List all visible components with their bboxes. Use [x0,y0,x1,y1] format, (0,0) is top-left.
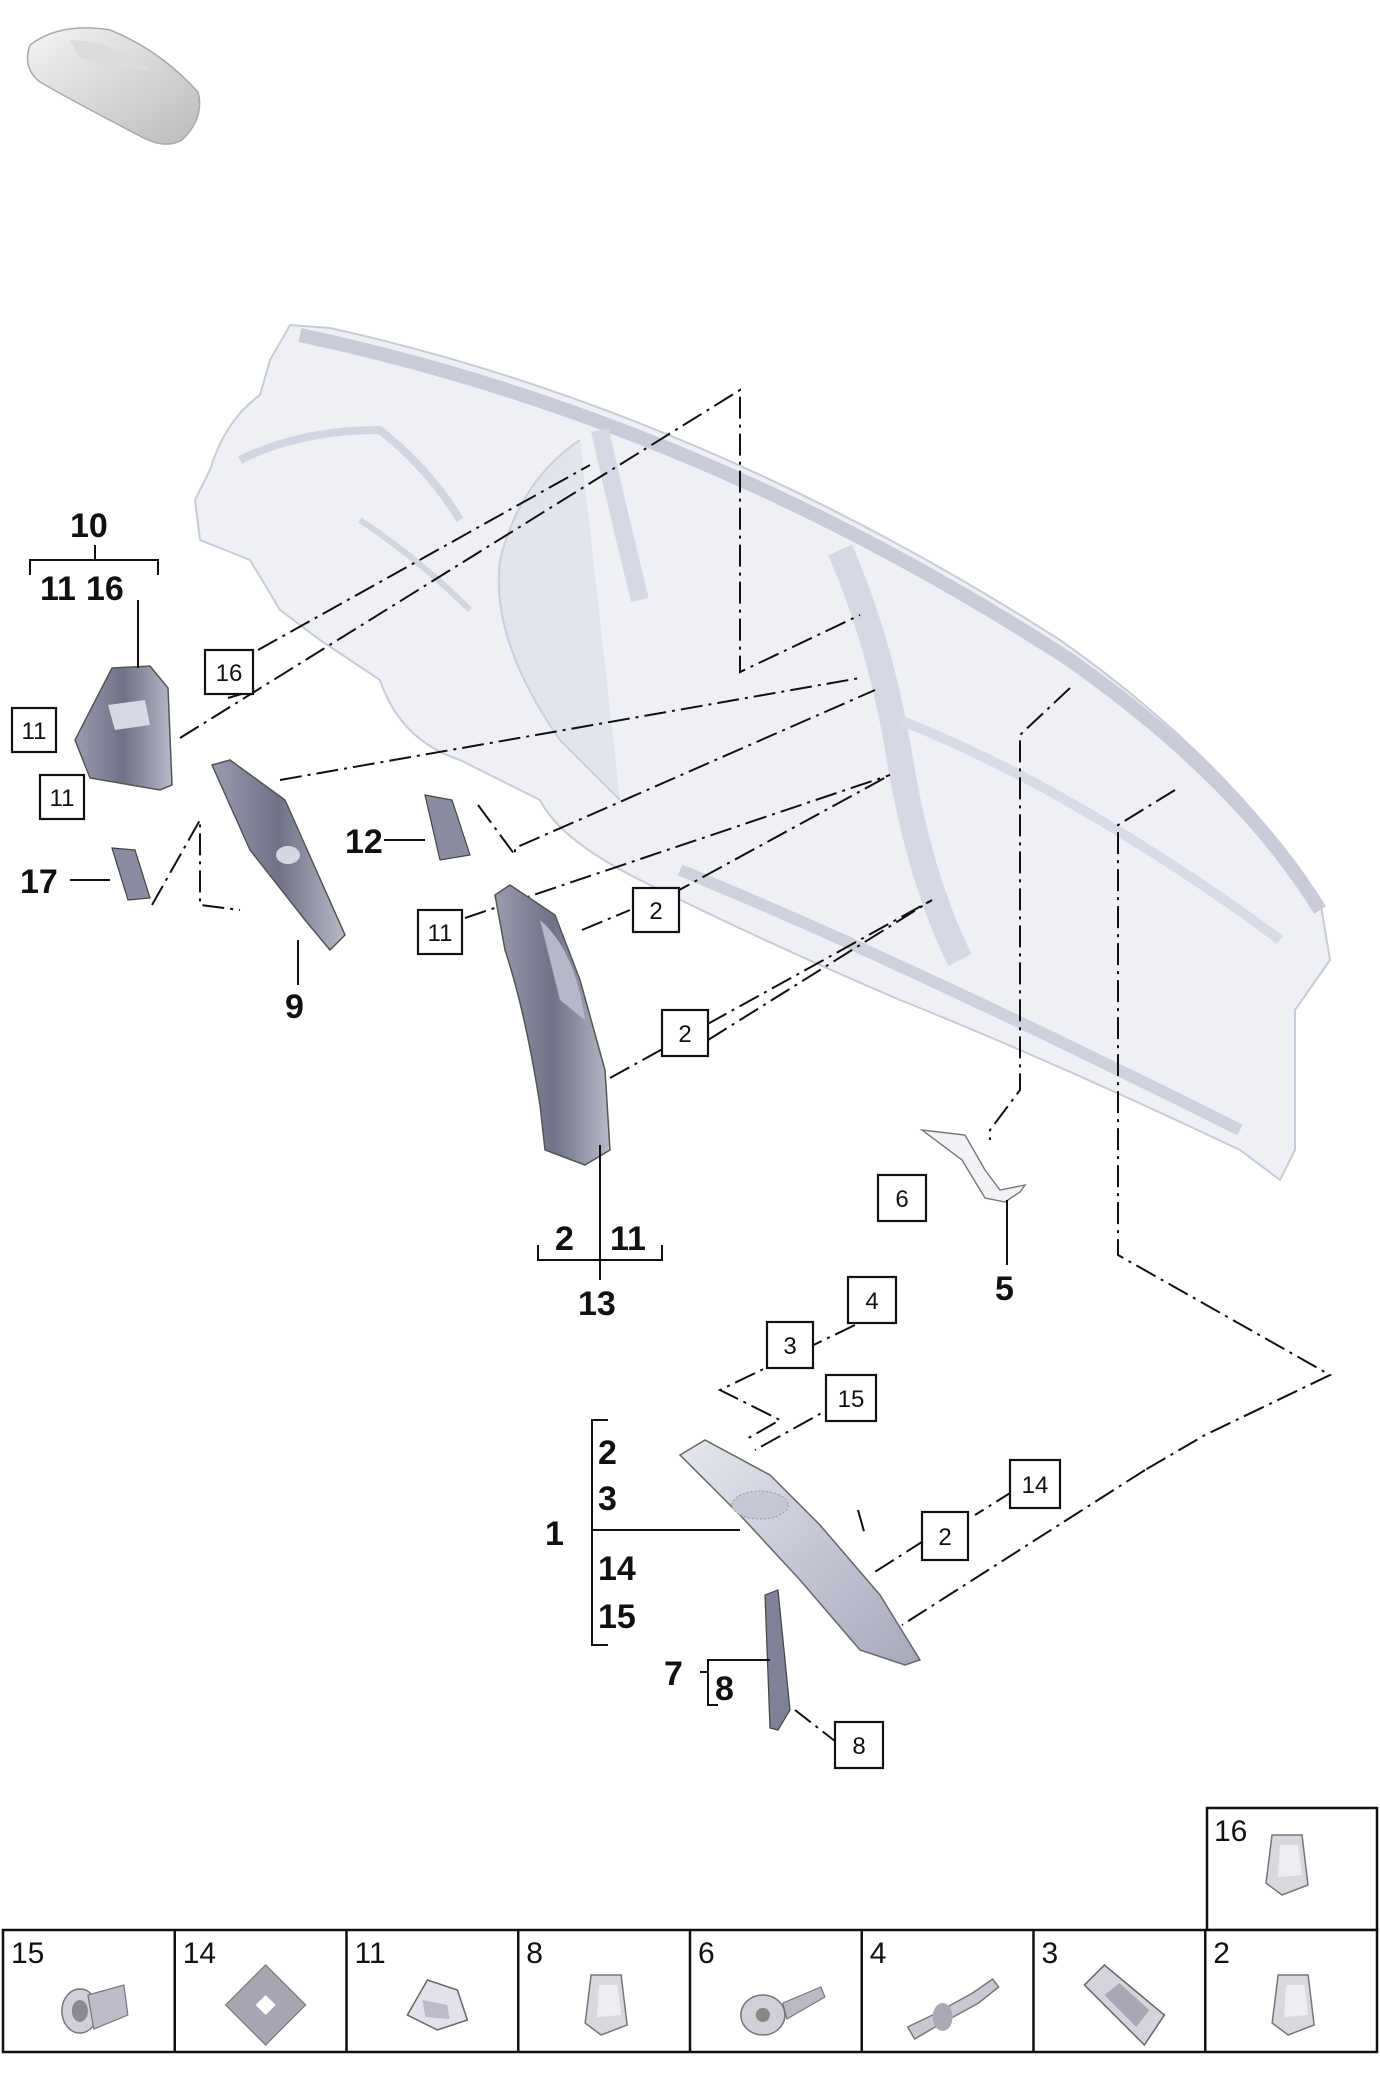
svg-text:8: 8 [852,1733,865,1760]
boxed-callout-16: 16 [203,648,255,696]
callout-1-sub3: 3 [598,1480,617,1518]
callout-labels: 10 11 16 12 17 9 2 11 13 5 1 2 3 14 15 7… [20,507,1014,1708]
boxed-callout-8: 8 [833,1720,885,1770]
callout-1-sub14: 14 [598,1550,636,1588]
boxed-callout-2-trim: 2 [920,1510,970,1562]
boxed-callout-11-pillar: 11 [416,908,464,956]
svg-text:11: 11 [22,718,47,745]
bracket-part-7 [764,1589,791,1731]
legend-top-number: 16 [1214,1815,1247,1848]
bracket-part-17 [111,847,151,901]
legend-number: 6 [698,1937,715,1970]
legend-number: 8 [526,1937,543,1970]
svg-text:4: 4 [865,1288,878,1315]
screw-icon [740,1986,826,2036]
clip-icon [1265,1834,1309,1896]
clip-icon [1271,1974,1315,2036]
svg-text:2: 2 [678,1021,691,1048]
legend-number: 15 [11,1937,44,1970]
callout-7: 7 [664,1655,683,1693]
callout-11-16a: 11 [40,570,76,608]
svg-text:11: 11 [50,785,75,812]
callout-13: 13 [578,1285,616,1323]
leader-lines [81,388,1333,1746]
boxed-callout-2-lower: 2 [660,1008,710,1058]
callout-13-sub2: 2 [555,1220,574,1258]
boxed-callout-6: 6 [876,1173,928,1223]
legend-number: 3 [1042,1937,1059,1970]
legend-number: 2 [1213,1937,1230,1970]
legend-number: 14 [183,1937,216,1970]
svg-text:3: 3 [783,1333,796,1360]
boxed-callout-15: 15 [824,1373,878,1423]
boxed-callout-3: 3 [765,1320,815,1370]
callout-12: 12 [345,823,383,861]
bracket-part-5-6 [919,1129,1027,1203]
car-thumbnail-icon [26,27,201,145]
svg-text:6: 6 [895,1186,908,1213]
svg-text:16: 16 [216,660,243,687]
callout-5: 5 [995,1270,1014,1308]
svg-text:2: 2 [938,1524,951,1551]
callout-13-sub11: 11 [610,1220,646,1258]
clip-icon [584,1974,628,2036]
bracket-part-12 [424,794,471,861]
svg-text:11: 11 [428,920,453,947]
boxed-callout-4: 4 [846,1275,898,1325]
callout-1-sub2: 2 [598,1434,617,1472]
svg-text:14: 14 [1022,1472,1049,1499]
parts-legend: 16 15 14 11 8 6 4 3 2 [1,1806,1379,2054]
callout-10: 10 [70,507,108,545]
callout-9: 9 [285,988,304,1026]
pin-icon [906,1977,1000,2041]
bracket-clip-icon [1083,1963,1166,2047]
boxed-callout-11-mid: 11 [38,773,86,821]
callout-brackets [29,545,1008,1706]
trim-part-10 [74,665,173,791]
svg-text:2: 2 [649,898,662,925]
callout-1: 1 [545,1515,564,1553]
legend-number: 4 [870,1937,887,1970]
spring-clip-icon [406,1979,469,2031]
body-side-frame [193,323,1332,1182]
boxed-callout-11-top: 11 [10,706,58,754]
boxed-callout-2-upper: 2 [631,886,681,934]
boxed-callout-14: 14 [1008,1458,1062,1510]
callout-7-sub8: 8 [715,1670,734,1708]
legend-number: 11 [355,1937,386,1970]
callout-11-16b: 16 [86,570,124,608]
pillar-trim-1 [678,1439,922,1666]
pillar-trim-13 [494,884,611,1166]
trim-part-9 [210,759,346,952]
boxed-callouts: 16 11 11 11 2 2 6 4 3 15 14 2 8 [10,648,1062,1770]
svg-text:15: 15 [838,1386,865,1413]
rivet-nut-icon [61,1984,129,2034]
foam-pad-icon [224,1964,307,2046]
callout-17: 17 [20,863,58,901]
callout-1-sub15: 15 [598,1598,636,1636]
